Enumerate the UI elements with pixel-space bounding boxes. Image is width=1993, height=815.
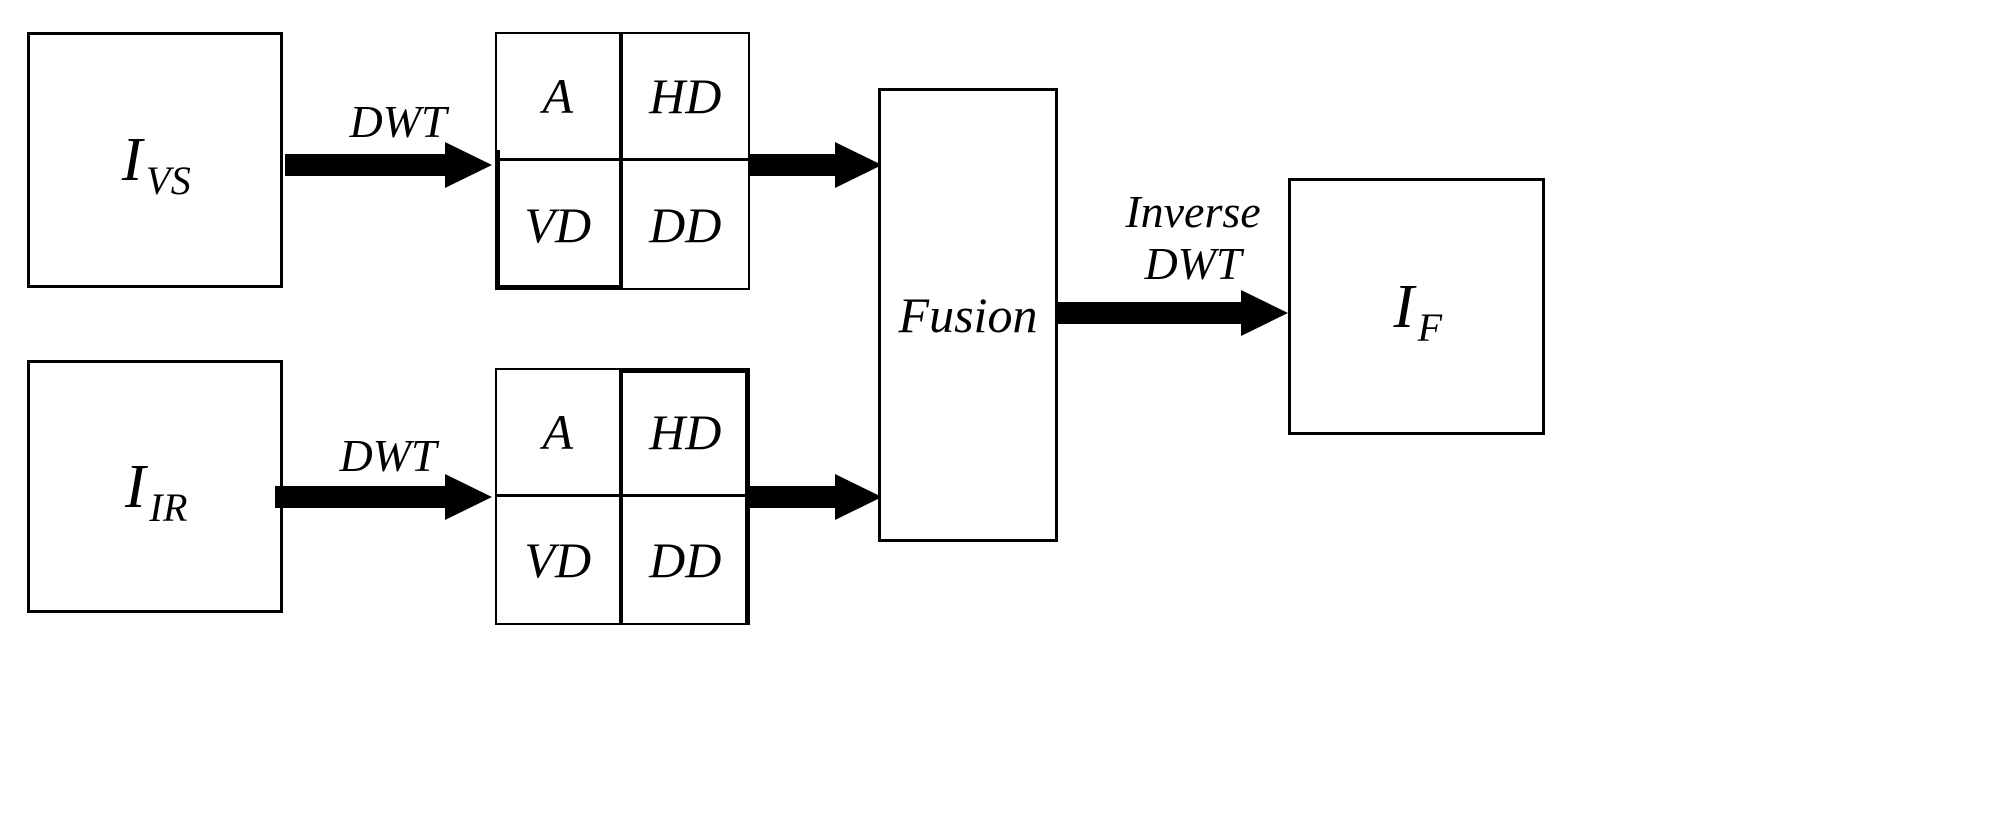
dwt-label-top: DWT	[318, 96, 478, 148]
fusion-box[interactable]: Fusion	[878, 88, 1058, 542]
dwt-label-bottom-text: DWT	[339, 430, 437, 481]
output-subscript: F	[1417, 304, 1443, 350]
inverse-dwt-line-2: DWT	[1144, 237, 1242, 289]
subband-cell-label: DD	[649, 196, 722, 253]
input-infrared-subscript: IR	[149, 484, 188, 530]
subband-cell-label: HD	[649, 403, 722, 460]
dwt-label-bottom: DWT	[308, 430, 468, 482]
input-visible-symbol: I	[121, 126, 143, 194]
subband-grid-visible[interactable]: A HD VD DD	[495, 32, 750, 290]
subband-cell-vertical-detail[interactable]: VD	[497, 496, 623, 623]
input-infrared-symbol: I	[125, 452, 147, 521]
arrow-fusion-to-output	[1058, 290, 1288, 336]
output-symbol: I	[1393, 272, 1415, 341]
subband-cell-diagonal-detail[interactable]: DD	[622, 496, 748, 623]
subband-cell-horizontal-detail[interactable]: HD	[622, 370, 748, 497]
input-visible-subscript: VS	[145, 158, 192, 203]
inverse-dwt-label: Inverse DWT	[1078, 186, 1308, 289]
subband-cell-label: HD	[649, 68, 722, 124]
subband-cell-approximation[interactable]: A	[497, 370, 623, 497]
subband-cell-approximation[interactable]: A	[497, 34, 623, 161]
subband-grid-infrared[interactable]: A HD VD DD	[495, 368, 750, 625]
arrow-infrared-to-subbands	[275, 474, 492, 520]
subband-cell-horizontal-detail[interactable]: HD	[622, 34, 748, 161]
arrow-visible-to-subbands	[285, 142, 492, 188]
subband-cell-label: VD	[524, 531, 592, 588]
subband-cell-diagonal-detail[interactable]: DD	[622, 161, 748, 288]
subband-cell-label: DD	[649, 531, 722, 588]
inverse-dwt-line-1: Inverse	[1125, 186, 1261, 237]
subband-cell-label: A	[542, 403, 574, 460]
arrow-infrared-subbands-to-fusion	[750, 474, 884, 520]
fusion-label: Fusion	[898, 287, 1038, 343]
subband-cell-vertical-detail[interactable]: VD	[497, 161, 623, 288]
subband-cell-label: A	[542, 68, 574, 124]
subband-cell-label: VD	[524, 196, 592, 253]
arrow-visible-subbands-to-fusion	[750, 142, 884, 188]
dwt-label-top-text: DWT	[349, 96, 447, 147]
